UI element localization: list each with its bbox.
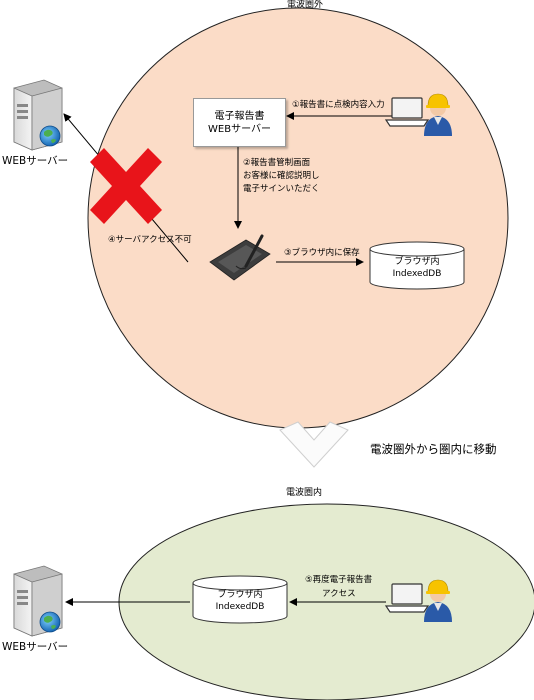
- worker-icon: [424, 579, 452, 622]
- step2-line1: ②報告書管制画面: [243, 158, 311, 168]
- db-top-line1: ブラウザ内: [394, 257, 440, 267]
- transition-label: 電波圏外から圏内に移動: [370, 442, 497, 456]
- step5-line1: ⑤再度電子報告書: [305, 575, 373, 585]
- report-server-line1: 電子報告書: [214, 110, 265, 122]
- step5-line2: アクセス: [322, 589, 356, 599]
- tablet-pen-icon: [209, 234, 271, 281]
- step4-access-denied: ④サーバアクセス不可: [108, 235, 192, 245]
- worker-icon: [424, 93, 452, 136]
- server-icon: [13, 565, 63, 637]
- server-label-top: WEBサーバー: [2, 155, 69, 167]
- step1-label: ①報告書に点検内容入力: [292, 100, 385, 110]
- step3-label: ③ブラウザ内に保存: [284, 248, 360, 258]
- db-cylinder-top: [369, 241, 465, 290]
- db-top-line2: IndexedDB: [392, 269, 442, 279]
- cross-icon: [90, 148, 162, 224]
- down-arrow-icon: [279, 421, 349, 468]
- inside-zone-title: 電波圏内: [286, 488, 323, 498]
- step2-line3: 電子サインいただく: [243, 184, 320, 194]
- step2-line2: お客様に確認説明し: [243, 171, 320, 181]
- laptop-icon: [384, 97, 430, 127]
- server-label-bottom: WEBサーバー: [2, 641, 69, 653]
- report-server-line2: WEBサーバー: [208, 123, 271, 135]
- outside-zone-title: 電波圏外: [287, 0, 324, 10]
- db-bottom-line1: ブラウザ内: [217, 590, 263, 600]
- db-label-bottom: ブラウザ内 IndexedDB: [193, 589, 287, 613]
- db-label-top: ブラウザ内 IndexedDB: [370, 256, 464, 280]
- laptop-icon: [384, 583, 430, 613]
- db-bottom-line2: IndexedDB: [215, 602, 265, 612]
- server-icon: [13, 79, 63, 151]
- report-web-server-box: 電子報告書 WEBサーバー: [193, 98, 286, 147]
- db-cylinder-bottom: [192, 575, 288, 624]
